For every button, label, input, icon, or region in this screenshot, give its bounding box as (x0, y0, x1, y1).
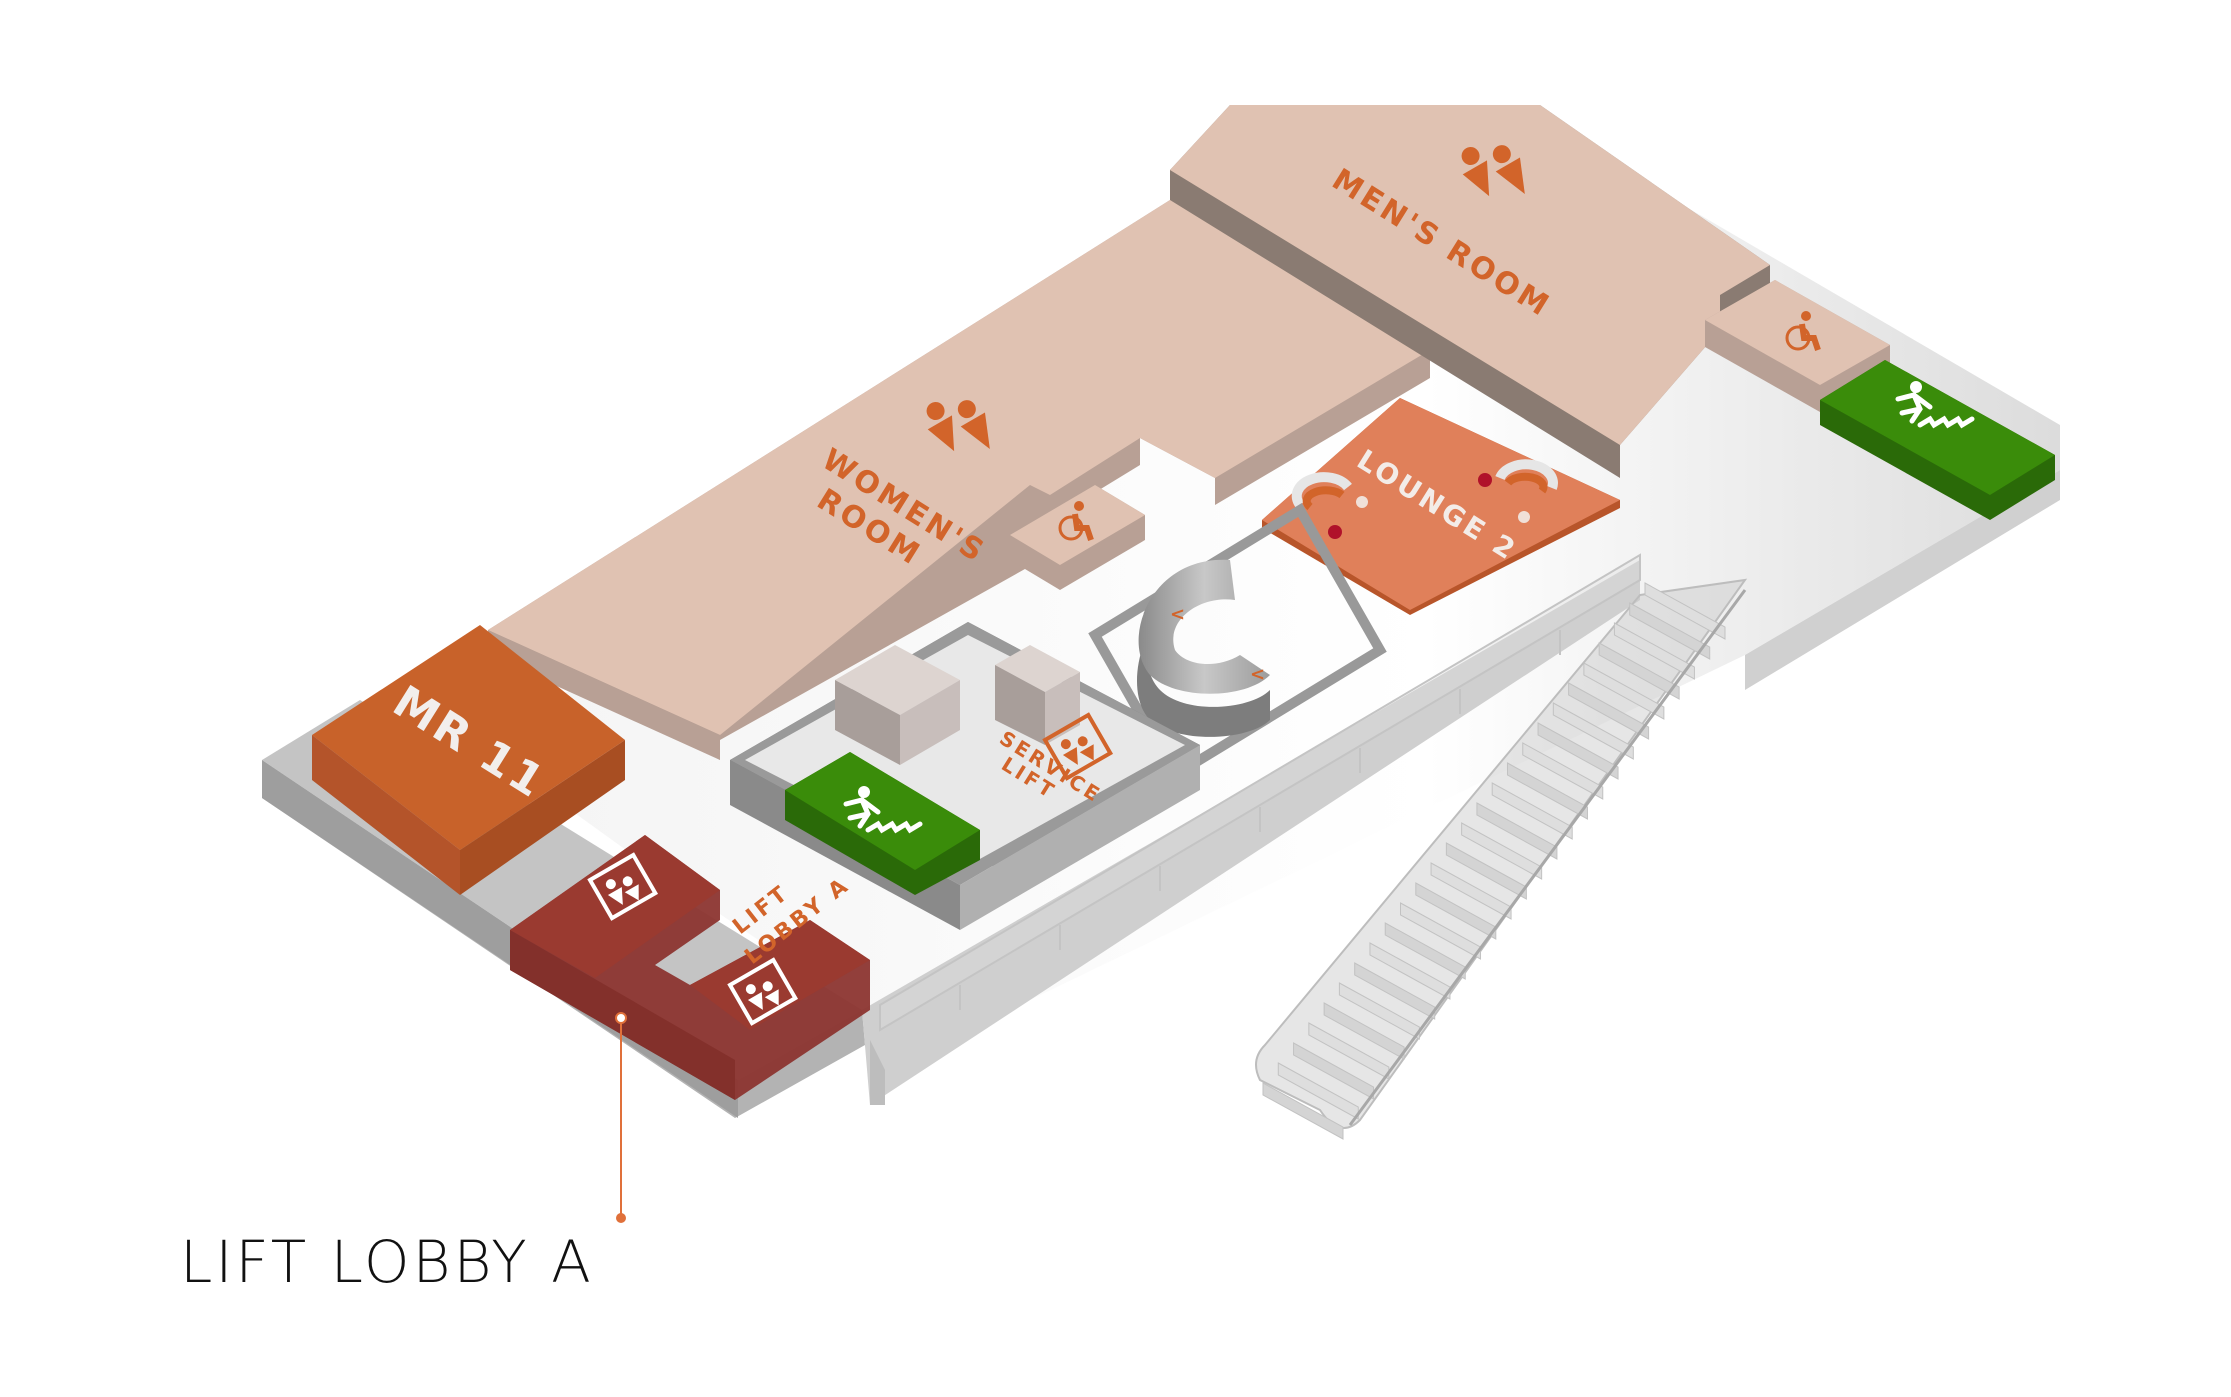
meeting-room-mr11[interactable]: MR 11 (312, 625, 625, 895)
emergency-exit-stairs-icon (843, 786, 923, 834)
callout-pointer (615, 1012, 627, 1223)
mechanical-box-1 (835, 645, 960, 765)
stair-step (1613, 622, 1695, 680)
stair-step (1384, 922, 1466, 980)
lounge-seat-right (1478, 459, 1558, 523)
stair-step (1369, 942, 1451, 1000)
stair-step (1629, 602, 1711, 660)
stair-step (1293, 1042, 1375, 1100)
spiral-arrow-down: < (1250, 664, 1265, 685)
stair-step (1430, 862, 1512, 920)
emergency-exit-1[interactable] (785, 752, 980, 895)
stair-steps (1262, 582, 1726, 1140)
stair-step (1583, 662, 1665, 720)
restroom-icon (926, 400, 990, 452)
elevator-icon (727, 957, 799, 1026)
restroom-icon (1461, 145, 1525, 197)
stair-step (1277, 1062, 1359, 1120)
staircase[interactable] (1255, 578, 1748, 1140)
glass-railing (879, 553, 1641, 1032)
stair-step (1476, 802, 1558, 860)
stair-step (1552, 702, 1634, 760)
stair-step (1400, 902, 1482, 960)
lounge-2[interactable]: LOUNGE 2 (1262, 398, 1620, 615)
stair-step (1461, 822, 1543, 880)
stair-step (1522, 742, 1604, 800)
elevator-icon (1042, 712, 1114, 781)
stair-step (1537, 722, 1619, 780)
mens-room[interactable]: MEN'S ROOM (1170, 105, 1770, 478)
stair-step (1644, 582, 1726, 640)
emergency-exit-stairs-icon (1895, 381, 1975, 429)
stair-step (1506, 762, 1588, 820)
womens-room[interactable]: WOMEN'S ROOM (488, 200, 1430, 760)
stair-step (1445, 842, 1527, 900)
stair-step (1354, 962, 1436, 1020)
stair-step (1598, 642, 1680, 700)
stair-step (1338, 982, 1420, 1040)
stair-step (1308, 1022, 1390, 1080)
stair-step (1415, 882, 1497, 940)
callout-label[interactable]: LIFT LOBBY A (180, 1228, 594, 1296)
accessible-wc-2[interactable] (1705, 280, 1890, 412)
elevator-icon (587, 852, 659, 921)
spiral-arrow-up: < (1170, 604, 1185, 625)
wheelchair-icon (1785, 311, 1821, 351)
stair-step (1568, 682, 1650, 740)
accessible-wc-1[interactable] (1010, 485, 1145, 590)
emergency-exit-2[interactable] (1820, 360, 2055, 520)
lounge-seat-left (1291, 472, 1368, 539)
stair-step (1262, 1082, 1344, 1140)
stair-step (1323, 1002, 1405, 1060)
wheelchair-icon (1058, 501, 1094, 541)
stair-step (1491, 782, 1573, 840)
